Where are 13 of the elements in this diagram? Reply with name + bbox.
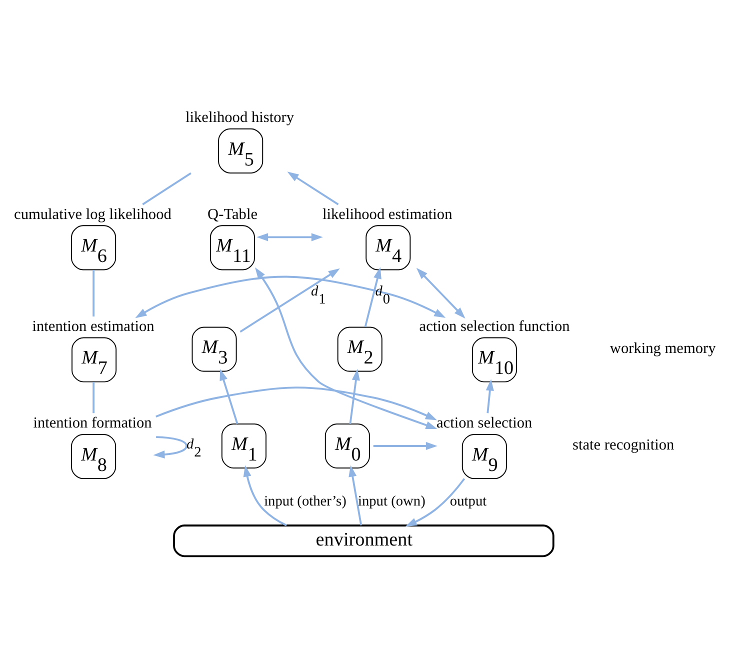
node-label: intention estimation bbox=[32, 318, 154, 335]
edge-label: input (other’s) bbox=[264, 493, 346, 510]
label: working memory bbox=[610, 340, 716, 357]
edge-label: input (own) bbox=[358, 493, 426, 510]
label: state recognition bbox=[572, 436, 674, 454]
node-label: action selection function bbox=[419, 318, 570, 335]
node-label: action selection bbox=[436, 414, 532, 432]
node-label: cumulative log likelihood bbox=[14, 206, 172, 223]
node-label: intention formation bbox=[33, 414, 152, 432]
node-label: likelihood estimation bbox=[322, 206, 452, 223]
edge-label: output bbox=[450, 493, 487, 510]
node-label: Q-Table bbox=[208, 206, 258, 223]
node-label: likelihood history bbox=[186, 109, 294, 126]
